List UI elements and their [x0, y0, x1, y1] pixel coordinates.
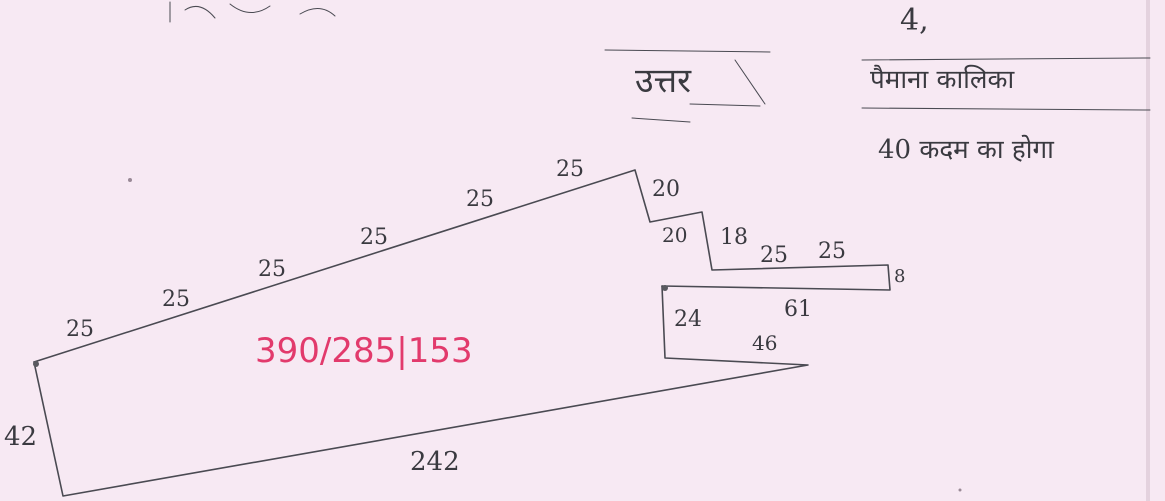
top-seg-5: 25 [466, 187, 494, 212]
ref-line-top [861, 57, 1151, 61]
step-c: 18 [720, 225, 748, 250]
ref-line-mid [861, 107, 1151, 111]
ref-line1: पैमाना कालिका [870, 64, 1016, 95]
step-a: 20 [652, 177, 680, 202]
top-seg-4: 25 [360, 225, 388, 250]
ref-number: 4, [900, 3, 929, 38]
step-b: 20 [662, 223, 687, 247]
speck [128, 178, 132, 182]
edge-left: 42 [4, 422, 37, 452]
upper-right-2: 25 [818, 239, 846, 264]
north-label: उत्तर [635, 61, 692, 101]
plot-boundary-bottom [33, 285, 809, 497]
plot-number: 390/285|153 [255, 331, 473, 371]
north-strokes [631, 59, 766, 123]
inner-right: 61 [784, 297, 812, 322]
plot-boundary-top [33, 169, 891, 363]
right-end: 8 [894, 266, 905, 287]
inner-corner-dot [662, 285, 668, 291]
speck [958, 488, 962, 492]
inner-bottom: 46 [752, 331, 777, 355]
top-scrawl [169, 1, 336, 23]
top-seg-1: 25 [66, 317, 94, 342]
top-seg-6: 25 [556, 157, 584, 182]
edge-bottom: 242 [410, 447, 460, 477]
inner-left: 24 [674, 307, 702, 332]
north-underline-top [604, 49, 771, 53]
ref-line2: 40 कदम का होगा [878, 134, 1055, 165]
top-seg-3: 25 [258, 257, 286, 282]
upper-right-1: 25 [760, 243, 788, 268]
corner-dot [33, 361, 39, 367]
top-seg-2: 25 [162, 287, 190, 312]
